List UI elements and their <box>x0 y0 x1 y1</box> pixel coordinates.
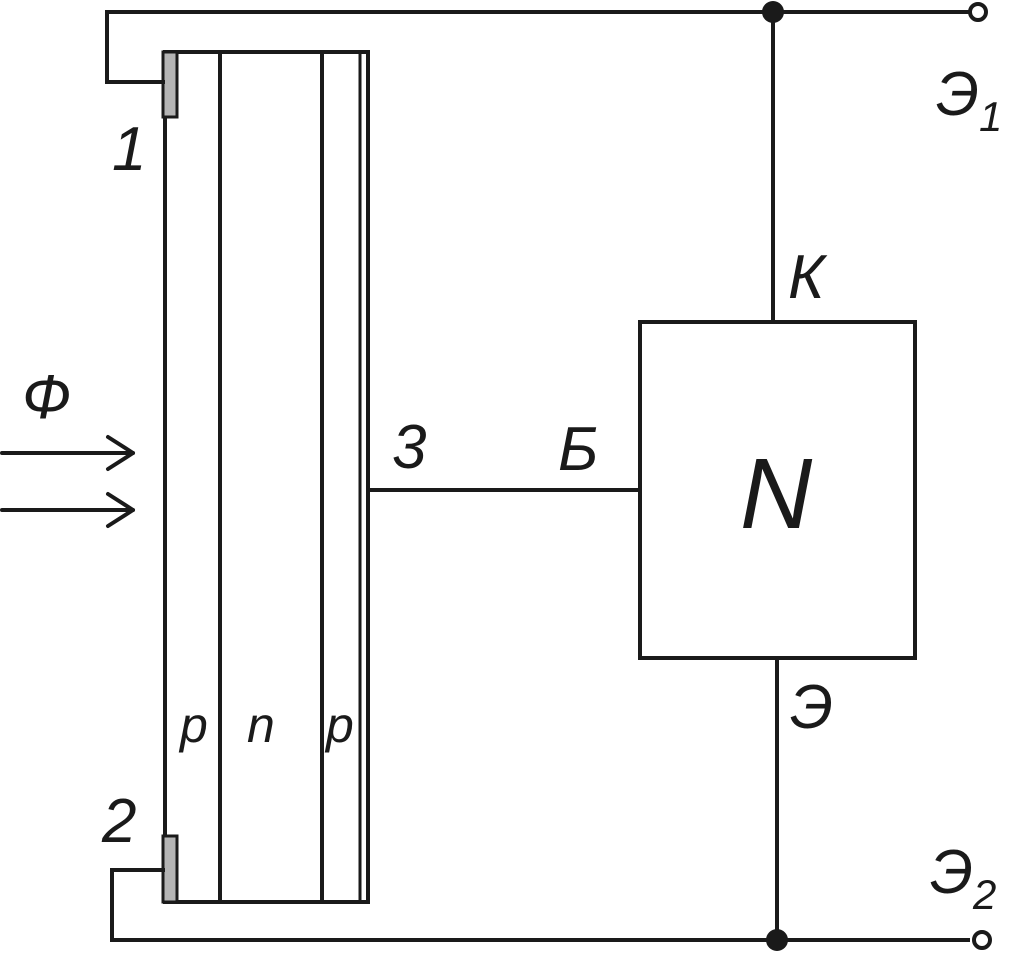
junction-dot-bottom <box>766 929 788 951</box>
label-terminal-top-sub: 1 <box>979 93 1002 140</box>
label-flux: Ф <box>22 363 71 432</box>
flux-arrow-1-head <box>106 435 135 471</box>
label-base: Б <box>558 415 598 484</box>
wires <box>105 10 970 942</box>
label-contact-1: 1 <box>112 115 146 184</box>
top-wire <box>105 10 970 84</box>
block-n <box>638 320 917 660</box>
contact-1-pad <box>161 50 179 119</box>
terminal-top-circle <box>968 2 988 22</box>
label-layer-p-right: p <box>324 697 354 753</box>
label-terminal-top-main: Э <box>936 60 979 129</box>
label-layer-p-left: p <box>178 697 208 753</box>
label-layer-n: n <box>247 697 275 753</box>
label-block-n: N <box>740 438 813 550</box>
label-terminal-bottom-main: Э <box>930 838 973 907</box>
photodiode-outline <box>163 50 370 904</box>
terminal-bottom-circle <box>972 930 992 950</box>
label-terminal-top: Э1 <box>936 60 1002 140</box>
flux-arrows <box>0 435 135 528</box>
label-terminal-bottom: Э2 <box>930 838 996 918</box>
bottom-wire <box>110 868 970 942</box>
flux-arrow-2-head <box>106 492 135 528</box>
label-contact-3: 3 <box>392 413 426 482</box>
contact-2-pad <box>161 834 179 904</box>
photodiode-structure <box>163 50 370 904</box>
label-contact-2: 2 <box>101 787 136 856</box>
label-collector: К <box>788 243 828 312</box>
junction-dot-top <box>762 1 784 23</box>
label-emitter: Э <box>790 673 833 742</box>
label-terminal-bottom-sub: 2 <box>972 871 996 918</box>
